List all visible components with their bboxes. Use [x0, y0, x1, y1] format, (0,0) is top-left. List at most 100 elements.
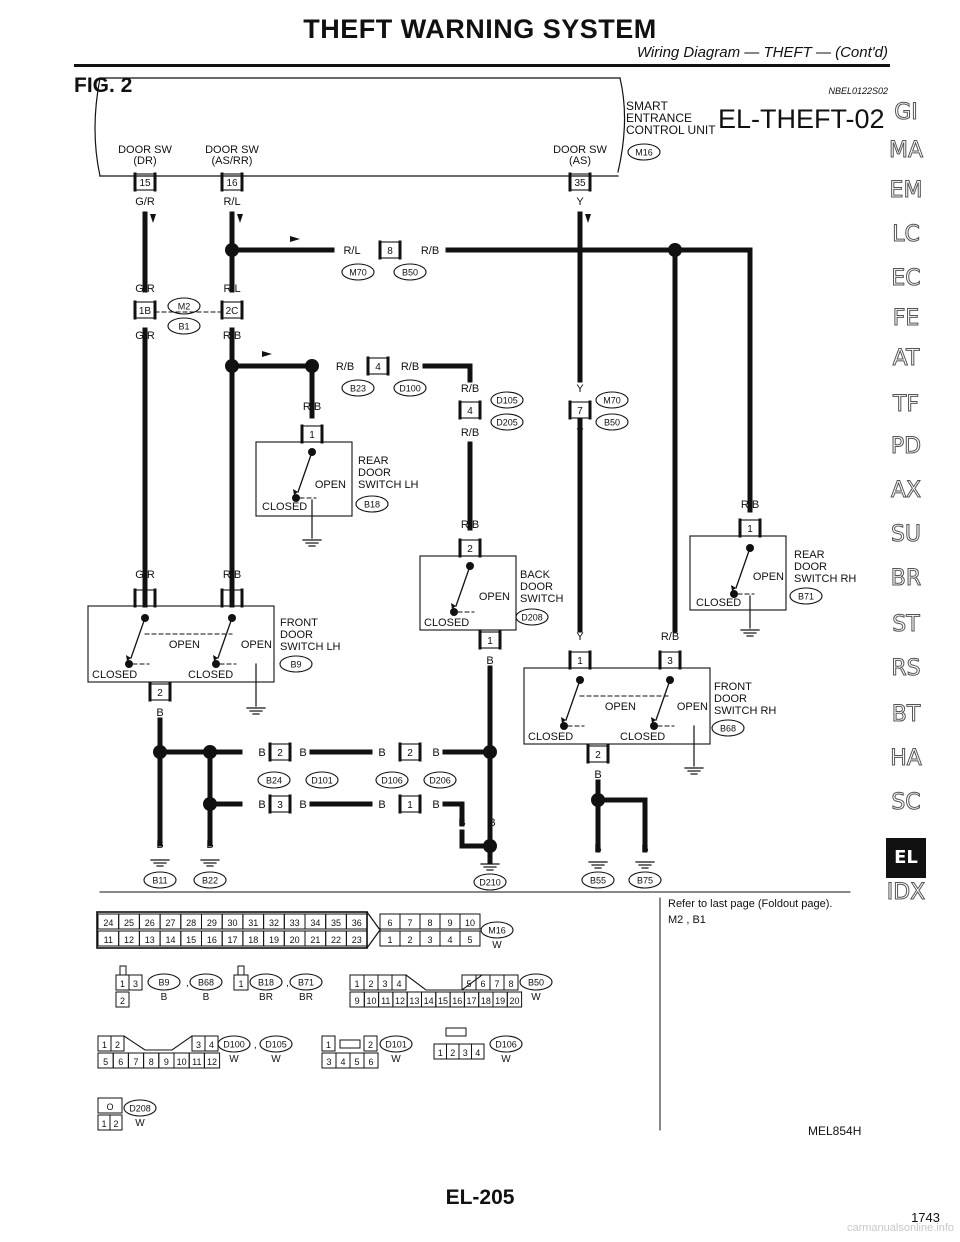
- connector-d208: D208: [521, 613, 543, 623]
- pin-number: 1: [120, 979, 125, 989]
- section-tab-el[interactable]: EL: [886, 838, 926, 878]
- pin-2: 2: [595, 750, 601, 761]
- legend-sep: ,: [186, 978, 189, 989]
- switch-closed-label: CLOSED: [620, 731, 665, 743]
- switch-lever: [130, 617, 146, 659]
- wire-harness: [445, 247, 753, 513]
- connector-b23: B23: [350, 384, 366, 394]
- wire-color-label: Y: [576, 383, 584, 395]
- pin-number: 18: [248, 935, 258, 945]
- section-tab-at[interactable]: AT: [892, 346, 920, 372]
- section-tab-rs[interactable]: RS: [891, 656, 921, 682]
- pin-number: 17: [467, 996, 477, 1006]
- switch-name: DOOR: [520, 581, 553, 593]
- switch-open-label: OPEN: [241, 639, 272, 651]
- pin-number: 10: [177, 1057, 187, 1067]
- pin-number: 20: [509, 996, 519, 1006]
- control-unit-bracket: [94, 77, 101, 177]
- wire-color-label: B: [156, 707, 163, 719]
- pin-number: 1: [102, 1040, 107, 1050]
- pin-number: 31: [248, 918, 258, 928]
- connector-oval: [123, 1099, 157, 1117]
- legend-b71: B71: [298, 978, 314, 988]
- pin-number: 1: [354, 979, 359, 989]
- wire-color-label: R/L: [343, 245, 360, 257]
- pin-number: 14: [424, 996, 434, 1006]
- pin-number: 5: [103, 1057, 108, 1067]
- legend-color: W: [229, 1054, 239, 1065]
- pin-3: 3: [667, 656, 673, 667]
- pin-number: 32: [269, 918, 279, 928]
- legend-color: W: [531, 992, 541, 1003]
- connector-b9: B9: [290, 660, 301, 670]
- pin-cell: [459, 913, 481, 930]
- wire-color-label: B: [432, 747, 439, 759]
- section-tab-ec[interactable]: EC: [891, 266, 921, 292]
- section-tab-ax[interactable]: AX: [890, 478, 922, 504]
- section-tab-br[interactable]: BR: [890, 566, 922, 592]
- switch-closed-label: CLOSED: [424, 617, 469, 629]
- page-number: EL-205: [445, 1186, 515, 1209]
- section-tab-lc[interactable]: LC: [892, 222, 921, 248]
- pin-3: 3: [277, 800, 283, 811]
- switch-name: SWITCH RH: [794, 573, 856, 585]
- wire-color-label: R/B: [461, 427, 479, 439]
- section-tab-pd[interactable]: PD: [890, 434, 922, 460]
- connector-oval: [489, 1035, 523, 1053]
- wire-color-label: B: [488, 817, 495, 829]
- section-tab-st[interactable]: ST: [892, 612, 920, 638]
- section-tab-ma[interactable]: MA: [888, 138, 924, 164]
- legend-color: W: [271, 1054, 281, 1065]
- wire-color-label: G/R: [135, 196, 155, 208]
- section-tab-ha[interactable]: HA: [890, 746, 923, 772]
- switch-open-label: OPEN: [479, 591, 510, 603]
- section-tab-idx[interactable]: IDX: [886, 880, 926, 906]
- section-tab-fe[interactable]: FE: [892, 306, 920, 332]
- section-tab-sc[interactable]: SC: [891, 790, 921, 816]
- legend-b68: B68: [198, 978, 214, 988]
- terminal-sub: (DR): [133, 155, 156, 167]
- section-tab-tf[interactable]: TF: [892, 392, 920, 418]
- legend-d100: D100: [223, 1040, 245, 1050]
- wire-harness: [442, 801, 465, 827]
- pin-number: 1: [438, 1048, 443, 1058]
- pin-number: 5: [467, 935, 472, 945]
- connector-oval: [393, 263, 427, 281]
- switch-closed-label: CLOSED: [92, 669, 137, 681]
- switch-name: DOOR: [794, 561, 827, 573]
- pin-number: 36: [352, 918, 362, 928]
- legend-b9: B9: [158, 978, 169, 988]
- arrow-icon: [585, 214, 591, 223]
- connector-key: [119, 965, 127, 976]
- pin-number: 7: [494, 979, 499, 989]
- section-tab-em[interactable]: EM: [889, 178, 923, 204]
- switch-arrow: [561, 717, 566, 723]
- connector-d210: D210: [479, 878, 501, 888]
- pin-number: 6: [480, 979, 485, 989]
- pin-number: 15: [438, 996, 448, 1006]
- pin-2c: 2C: [226, 306, 239, 317]
- pin-number: 13: [409, 996, 419, 1006]
- control-unit-label: SMART: [626, 99, 668, 113]
- connector-oval: [628, 871, 662, 889]
- connector-oval: [217, 1035, 251, 1053]
- wire-color-label: R/B: [303, 401, 321, 413]
- section-tab-gi[interactable]: GI: [894, 100, 919, 126]
- pin-number: 2: [113, 1119, 118, 1129]
- connector-oval: [375, 771, 409, 789]
- switch-open-label: OPEN: [753, 571, 784, 583]
- pin-cell: [345, 930, 368, 947]
- pin-number: 8: [427, 918, 432, 928]
- switch-open-label: OPEN: [605, 701, 636, 713]
- switch-name: DOOR: [714, 693, 747, 705]
- pin-number: 25: [124, 918, 134, 928]
- pin-1b: 1B: [139, 306, 152, 317]
- title-rule: [74, 64, 890, 67]
- section-tab-bt[interactable]: BT: [891, 702, 921, 728]
- pin-number: 4: [475, 1048, 480, 1058]
- legend-color: W: [135, 1118, 145, 1129]
- connector-d105: D105: [496, 396, 518, 406]
- junction-dot: [450, 608, 458, 616]
- section-tab-su[interactable]: SU: [890, 522, 922, 548]
